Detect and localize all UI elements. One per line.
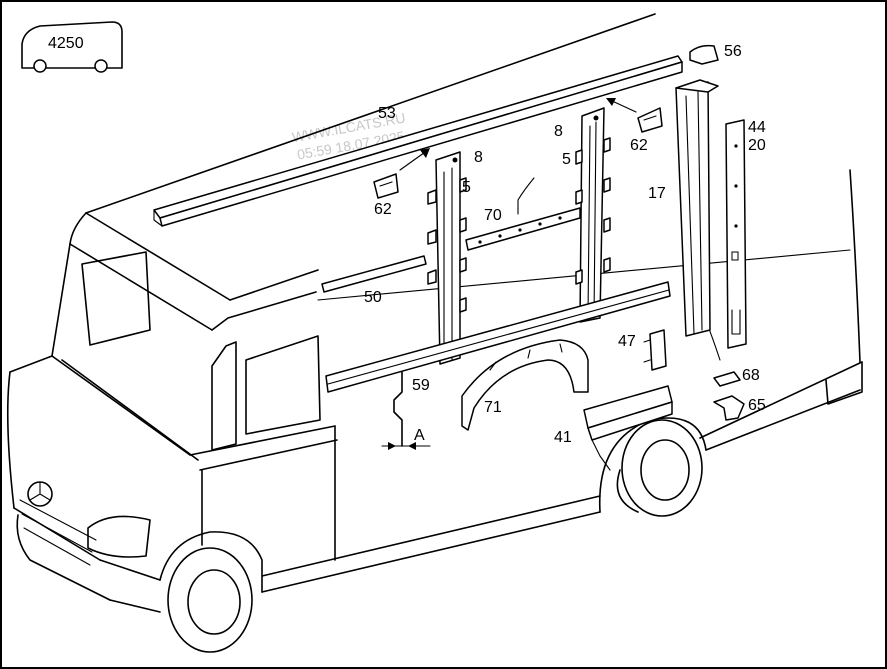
- label-70[interactable]: 70: [484, 207, 502, 224]
- part-62-bracket-left[interactable]: [373, 173, 399, 199]
- model-badge: 4250: [21, 21, 123, 73]
- label-50[interactable]: 50: [364, 289, 382, 306]
- part-68-bracket[interactable]: [713, 371, 741, 387]
- label-62-left[interactable]: 62: [374, 201, 392, 218]
- part-71-wheel-arch[interactable]: [461, 339, 589, 431]
- part-44-rear-strip[interactable]: [725, 119, 747, 349]
- model-number: 4250: [48, 35, 84, 52]
- label-5-right[interactable]: 5: [562, 151, 571, 168]
- label-47[interactable]: 47: [618, 333, 636, 350]
- part-56-end-cap[interactable]: [689, 44, 719, 65]
- part-41-rear-sill[interactable]: [583, 385, 673, 471]
- label-20[interactable]: 20: [748, 137, 766, 154]
- label-56[interactable]: 56: [724, 43, 742, 60]
- label-62-right[interactable]: 62: [630, 137, 648, 154]
- part-8-screw-right[interactable]: [593, 115, 599, 121]
- label-section-a: A: [414, 427, 425, 444]
- part-59-profile[interactable]: [381, 371, 431, 450]
- part-47-bracket[interactable]: [643, 329, 667, 371]
- label-44[interactable]: 44: [748, 119, 766, 136]
- callout-labels: 56 53 8 8 5 5 62 62 44 20 17 70 50 47 59…: [364, 43, 766, 446]
- part-8-screw-left[interactable]: [452, 157, 458, 163]
- part-17-rear-pillar[interactable]: [675, 79, 719, 337]
- part-53-roof-rail[interactable]: [153, 55, 683, 227]
- label-68[interactable]: 68: [742, 367, 760, 384]
- label-5-left[interactable]: 5: [462, 179, 471, 196]
- label-59[interactable]: 59: [412, 377, 430, 394]
- label-17[interactable]: 17: [648, 185, 666, 202]
- label-8-right[interactable]: 8: [554, 123, 563, 140]
- part-70-cross-member[interactable]: [465, 177, 581, 251]
- van-body: [6, 13, 863, 653]
- label-53[interactable]: 53: [378, 105, 396, 122]
- part-59-lower-rail[interactable]: [325, 281, 671, 393]
- label-41[interactable]: 41: [554, 429, 572, 446]
- label-71[interactable]: 71: [484, 399, 502, 416]
- label-65[interactable]: 65: [748, 397, 766, 414]
- part-5-pillar-left[interactable]: [427, 151, 467, 365]
- label-8-left[interactable]: 8: [474, 149, 483, 166]
- part-5-pillar-right[interactable]: [575, 107, 611, 323]
- part-62-bracket-right[interactable]: [637, 107, 663, 133]
- part-50-side-moulding[interactable]: [321, 255, 427, 293]
- van-icon: [21, 21, 123, 69]
- part-65-bracket[interactable]: [713, 395, 745, 421]
